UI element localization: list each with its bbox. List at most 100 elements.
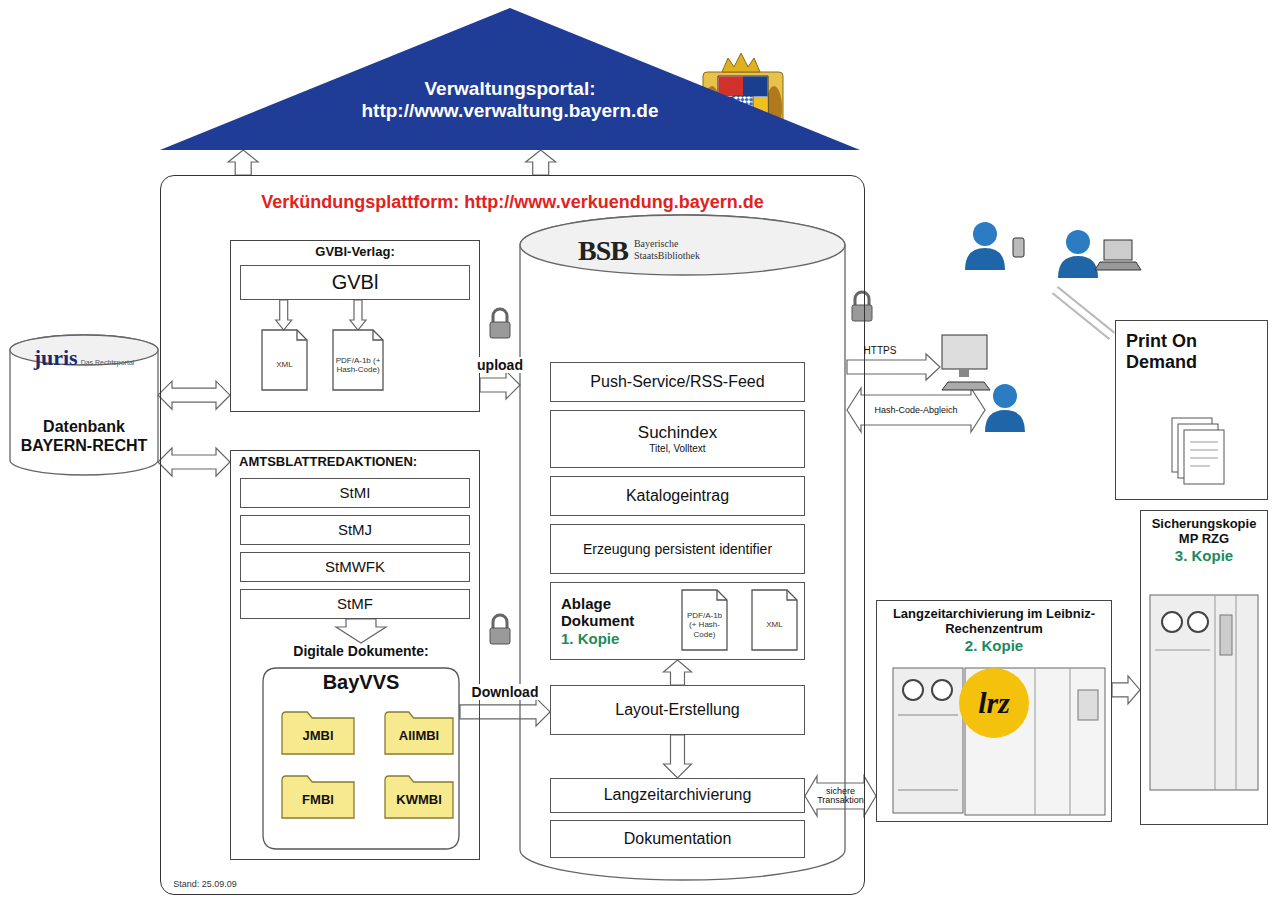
doc-outline: [787, 590, 797, 600]
user-icons: [965, 222, 1005, 270]
connector-arrow: [664, 735, 692, 778]
portal-roof: Verwaltungsportal: http://www.verwaltung…: [160, 8, 860, 150]
process-box: Langzeitarchivierung: [550, 778, 805, 813]
folder-outline: [385, 712, 453, 754]
users-to-print-arrow: [1055, 290, 1112, 336]
doc-outline: [752, 590, 797, 650]
node-text: Erzeugung persistent identifier: [583, 541, 772, 557]
lock-icon: [490, 309, 510, 338]
archive-box: Langzeitarchivierung im Leibniz-Rechenze…: [876, 600, 1112, 822]
roof-outline: [160, 8, 860, 150]
folder-icon: JMBl: [282, 712, 354, 754]
backup-tape-machine: [1220, 615, 1232, 655]
user-icons: [1104, 240, 1132, 260]
node-text: PDF/A-1b (+ Hash-Code): [684, 611, 725, 639]
hash-check-arrow: [847, 388, 985, 432]
connector-arrow: [526, 150, 556, 175]
tape-library-lrz: [1035, 668, 1070, 815]
printed-pages: [1184, 430, 1224, 484]
note-label: Stand: 25.09.09: [173, 879, 237, 889]
doc-outline: [717, 590, 727, 600]
node-text: StMJ: [338, 521, 372, 538]
cyl15-outline: [10, 335, 158, 475]
coat-of-arms: [743, 77, 768, 97]
user-icons: [942, 382, 990, 390]
user-icons: [942, 335, 987, 369]
user-icons: [959, 369, 969, 377]
doc-outline: [333, 330, 383, 390]
hash-check-arrow: [847, 388, 985, 432]
node-text: 2. Kopie: [965, 637, 1023, 654]
node-text: BSB: [578, 235, 628, 267]
tape-library-lrz: [898, 715, 958, 790]
editors-box: AMTSBLATTREDAKTIONEN:StMIStMJStMWFKStMFD…: [230, 450, 480, 860]
node-text: Langzeitarchivierung: [604, 786, 752, 804]
connector-arrow: [460, 698, 550, 726]
edge-label: sichere Transaktion: [816, 787, 866, 806]
backup-tape-machine: [1162, 612, 1182, 632]
node-text: Titel, Volltext: [649, 443, 705, 455]
backup-box: Sicherungskopie MP RZG3. Kopie: [1140, 510, 1268, 825]
document-icon: XML: [752, 590, 797, 650]
document-icon: PDF/A-1b (+ Hash-Code): [333, 330, 383, 390]
process-box: Layout-Erstellung: [550, 685, 805, 735]
process-box: Push-Service/RSS-Feed: [550, 362, 805, 402]
connector-arrow: [336, 619, 386, 643]
cyl30-outline: [520, 215, 845, 880]
connector-arrow: [805, 776, 876, 816]
backup-tape-machine: [1150, 595, 1258, 790]
lock-icon: [490, 615, 510, 644]
document-icon: PDF/A-1b (+ Hash-Code): [682, 590, 727, 650]
https-arrow: [847, 354, 940, 380]
tape-library-lrz: [893, 668, 963, 813]
publisher-box: GVBl-Verlag: GVBlXML PDF/A-1b (+ Hash-Code…: [230, 240, 480, 412]
node-text: Datenbank BAYERN-RECHT: [10, 418, 158, 455]
coat-of-arms: [722, 53, 760, 72]
node-text: Katalogeintrag: [626, 487, 729, 505]
storage-box: Ablage Dokument1. KopiePDF/A-1b (+ Hash-…: [550, 582, 805, 660]
ministry-box: StMWFK: [240, 552, 470, 582]
node-text: Dokumentation: [624, 830, 732, 848]
tape-library-lrz: [893, 668, 1105, 815]
node-text: Langzeitarchivierung im Leibniz-Rechenze…: [877, 607, 1111, 637]
frame-outline: [263, 668, 459, 849]
node-text: GVBl: [332, 271, 379, 294]
process-box: Katalogeintrag: [550, 476, 805, 516]
ministry-box: StMF: [240, 589, 470, 619]
user-icons: [985, 384, 1025, 432]
node-text: Print On Demand: [1126, 331, 1236, 372]
node-text: Sicherungskopie MP RZG: [1141, 517, 1267, 547]
node-text: StMWFK: [325, 558, 385, 575]
connector-arrow: [276, 300, 292, 330]
tape-library-lrz: [932, 680, 952, 700]
node-text: Digitale Dokumente:: [293, 643, 428, 659]
user-icons: [1013, 238, 1024, 257]
user-icons: [1095, 262, 1141, 270]
folder-icon: AllMBl: [385, 712, 453, 754]
folder-outline: [385, 776, 453, 818]
node-text: 1. Kopie: [561, 630, 619, 647]
platform-frame: Verkündungsplattform: http://www.verkuen…: [160, 175, 865, 895]
connector-arrow: [664, 660, 692, 685]
https-arrow: [847, 354, 940, 380]
backup-tape-machine: [1188, 612, 1208, 632]
cyl15-outline: [10, 335, 158, 475]
connector-arrow: [1112, 676, 1140, 704]
node-text: GVBl-Verlag:: [315, 245, 394, 260]
connector-arrow: [228, 150, 258, 175]
process-box: SuchindexTitel, Volltext: [550, 410, 805, 468]
connector-arrow: [480, 371, 520, 399]
node-text: XML: [276, 360, 292, 369]
output-box: Print On Demand: [1115, 320, 1268, 500]
folder-outline: [282, 776, 354, 818]
doc-outline: [262, 330, 307, 390]
edge-label: upload: [475, 357, 525, 373]
tape-library-lrz: [1078, 690, 1098, 720]
process-box: Dokumentation: [550, 820, 805, 858]
node-text: Push-Service/RSS-Feed: [590, 373, 764, 391]
folder-icon: FMBl: [282, 776, 354, 818]
lock-icon: [852, 292, 872, 321]
node-text: Suchindex: [638, 423, 717, 443]
